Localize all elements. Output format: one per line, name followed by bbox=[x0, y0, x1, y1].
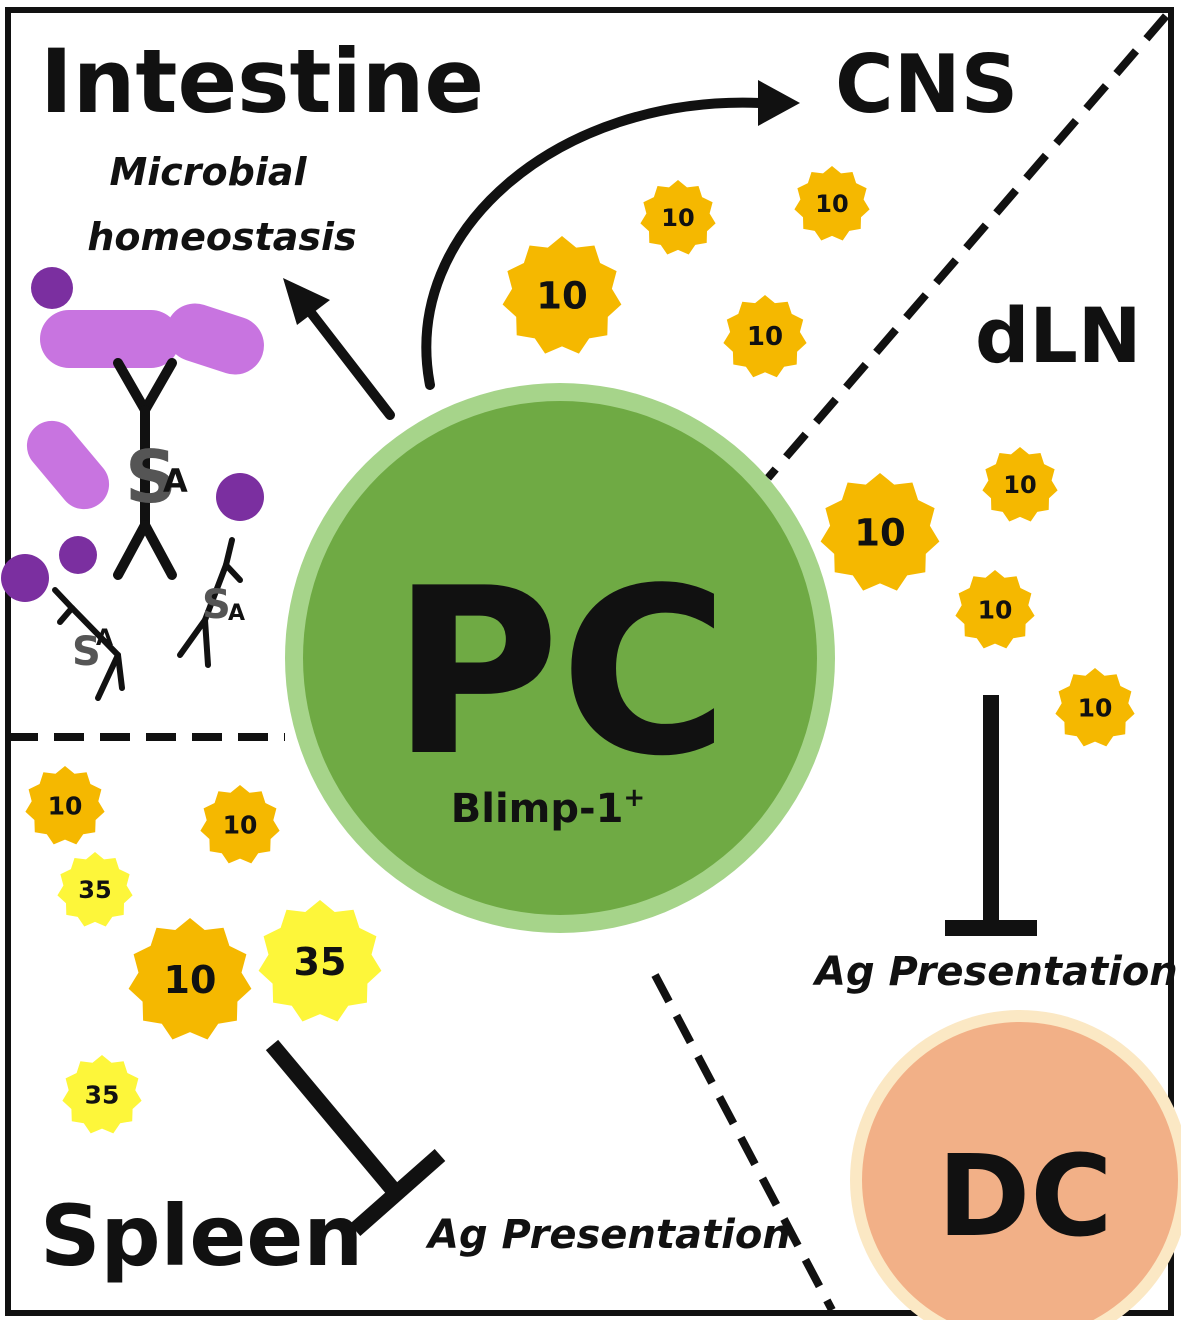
arrow-to-intestine bbox=[300, 300, 395, 420]
il10-badge-label: 10 bbox=[747, 322, 783, 352]
il10-badge: 10 bbox=[723, 295, 807, 378]
il35-badge: 35 bbox=[258, 900, 382, 1022]
il10-badge-label: 10 bbox=[815, 190, 848, 218]
arrow-to-intestine-head bbox=[283, 278, 330, 325]
divider-cns-dln bbox=[764, 13, 1170, 481]
antibody-right-a: A bbox=[228, 601, 245, 626]
antibody-left-a: A bbox=[96, 626, 113, 651]
il10-badge-shape bbox=[820, 473, 940, 591]
coccus-bacterium bbox=[59, 536, 97, 574]
rod-bacterium bbox=[26, 420, 110, 510]
il10-badge-label: 10 bbox=[48, 792, 83, 821]
inhibition-spleen-stem bbox=[265, 1039, 402, 1198]
il10-badge-label: 10 bbox=[1078, 694, 1113, 723]
il10-badge: 10 bbox=[820, 473, 940, 591]
il10-badge: 10 bbox=[640, 180, 716, 255]
il10-badge: 10 bbox=[794, 166, 870, 241]
il10-badge-label: 10 bbox=[661, 204, 694, 232]
coccus-bacterium bbox=[31, 267, 73, 309]
pc-label: PC bbox=[391, 540, 728, 807]
antibody-large-s: S bbox=[125, 435, 177, 519]
il35-badge-label: 35 bbox=[78, 876, 111, 904]
dc-label: DC bbox=[937, 1132, 1112, 1262]
pc-arrows bbox=[283, 80, 800, 420]
region-label-dln: dLN bbox=[975, 291, 1141, 380]
pc-marker: Blimp-1+ bbox=[451, 783, 645, 832]
il35-badge-shape bbox=[62, 1055, 142, 1134]
antibody-large-a: A bbox=[163, 462, 188, 500]
inhibition-dln-bar bbox=[945, 920, 1037, 936]
inhibition-spleen bbox=[265, 1039, 446, 1236]
ag-presentation-spleen: Ag Presentation bbox=[425, 1212, 791, 1258]
il10-badge-shape bbox=[502, 236, 622, 354]
il10-badge-shape bbox=[640, 180, 716, 255]
dendritic-cell: DC bbox=[850, 1010, 1181, 1320]
il10-badge: 10 bbox=[502, 236, 622, 354]
region-label-intestine: Intestine bbox=[40, 30, 484, 133]
antibody-left bbox=[52, 587, 125, 701]
ag-presentation-dln: Ag Presentation bbox=[812, 949, 1178, 995]
arrow-to-cns bbox=[421, 97, 765, 390]
il10-badge-label: 10 bbox=[164, 958, 217, 1002]
il10-badge-shape bbox=[200, 785, 280, 864]
region-label-cns: CNS bbox=[835, 38, 1018, 131]
il10-badge-label: 10 bbox=[854, 512, 906, 555]
homeostasis-label: homeostasis bbox=[87, 215, 356, 259]
il10-badge-shape bbox=[723, 295, 807, 378]
antibody-left-s: S bbox=[72, 629, 101, 675]
coccus-bacterium bbox=[216, 473, 264, 521]
il10-badge-label: 10 bbox=[536, 275, 588, 318]
il10-badge-label: 10 bbox=[978, 596, 1013, 625]
il10-badge-shape bbox=[25, 766, 105, 845]
antibody-right-s: S bbox=[202, 582, 231, 628]
il10-badge-shape bbox=[128, 918, 252, 1040]
dc-body bbox=[862, 1022, 1178, 1320]
il10-badge: 10 bbox=[955, 570, 1035, 649]
il35-badge-shape bbox=[258, 900, 382, 1022]
il10-badge: 10 bbox=[25, 766, 105, 845]
arrow-to-cns-head bbox=[758, 80, 800, 126]
il35-badge-shape bbox=[57, 852, 133, 927]
rod-bacterium bbox=[166, 303, 264, 375]
il10-badge: 10 bbox=[128, 918, 252, 1040]
divider-spleen-dln bbox=[651, 973, 836, 1312]
cytokine-badges: 10 10 10 10 10 10 10 10 10 10 10 35 35 35 bbox=[25, 166, 1135, 1134]
il35-badge: 35 bbox=[57, 852, 133, 927]
il10-badge-label: 10 bbox=[223, 811, 258, 840]
region-label-spleen: Spleen bbox=[40, 1187, 363, 1285]
il10-badge-label: 10 bbox=[1003, 471, 1036, 499]
il10-badge-shape bbox=[794, 166, 870, 241]
antibody-right bbox=[177, 537, 243, 668]
il35-badge-label: 35 bbox=[294, 940, 347, 984]
il10-badge: 10 bbox=[200, 785, 280, 864]
inhibition-dln-stem bbox=[983, 695, 999, 925]
microbial-label: Microbial bbox=[109, 150, 307, 194]
antibody-large bbox=[113, 358, 177, 580]
il35-badge-label: 35 bbox=[85, 1081, 120, 1110]
inhibition-dln bbox=[945, 695, 1037, 936]
il10-badge-shape bbox=[955, 570, 1035, 649]
il10-badge-shape bbox=[1055, 668, 1135, 747]
coccus-bacterium bbox=[1, 554, 49, 602]
il10-badge: 10 bbox=[982, 447, 1058, 522]
pc-body bbox=[303, 401, 817, 915]
il10-badge: 10 bbox=[1055, 668, 1135, 747]
il10-badge-shape bbox=[982, 447, 1058, 522]
region-dividers bbox=[8, 13, 1170, 1312]
rod-bacterium bbox=[40, 310, 180, 368]
bacteria bbox=[1, 267, 264, 602]
inhibition-spleen-bar bbox=[349, 1149, 446, 1236]
il35-badge: 35 bbox=[62, 1055, 142, 1134]
plasma-cell: PC Blimp-1+ bbox=[285, 383, 835, 933]
